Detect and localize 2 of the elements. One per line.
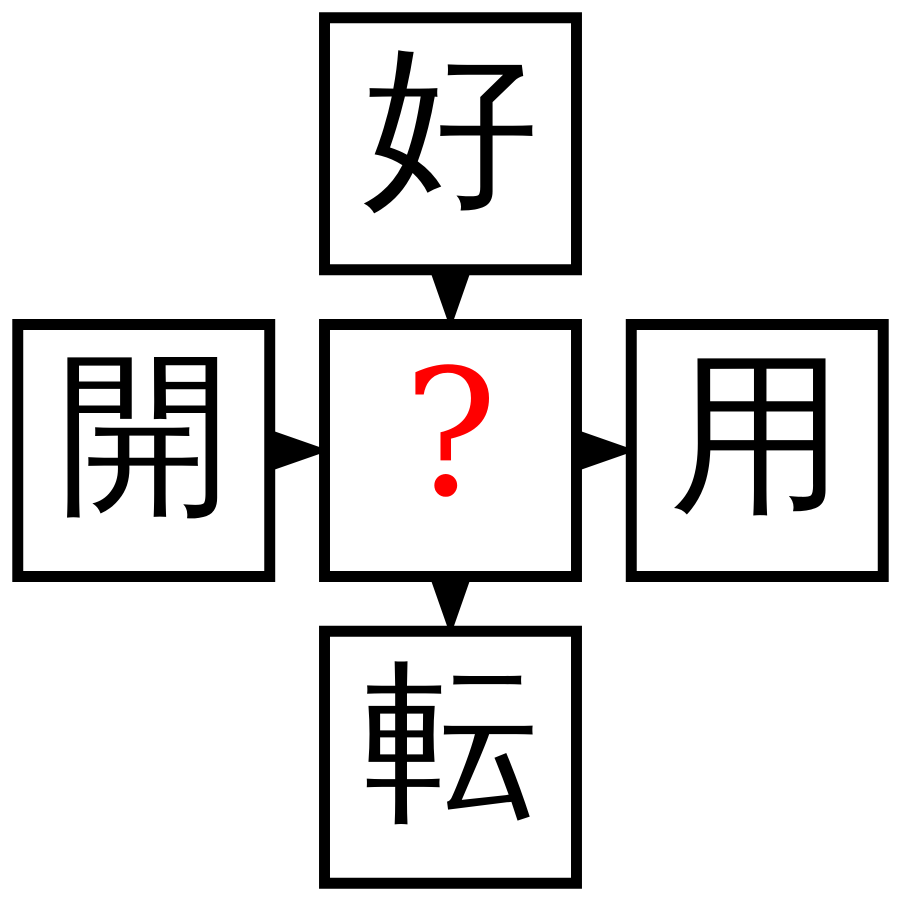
node-box: 転 <box>318 625 582 888</box>
node-box: 用 <box>625 318 888 582</box>
